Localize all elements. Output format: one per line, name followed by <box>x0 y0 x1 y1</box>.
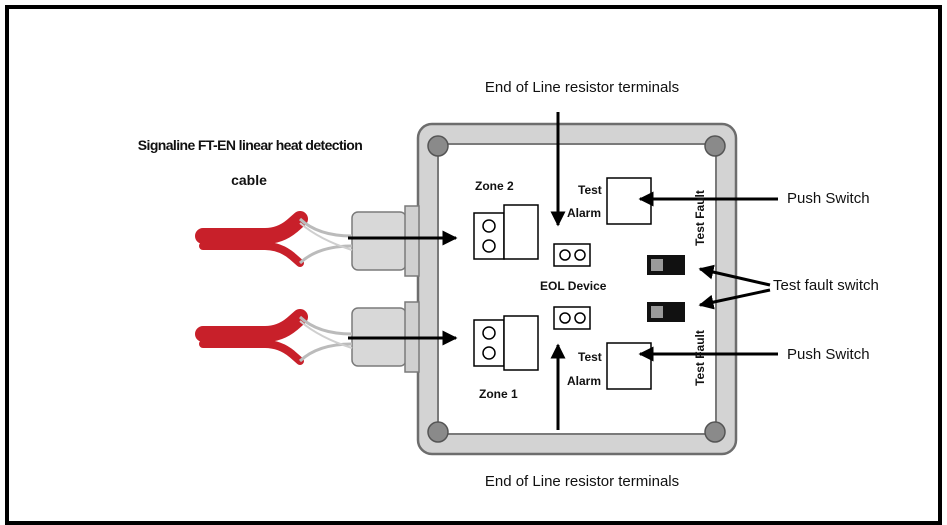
heat-detection-cable-top <box>195 211 353 267</box>
push-switch-top[interactable] <box>606 177 652 225</box>
heat-detection-cable-bottom <box>195 309 353 365</box>
test-fault-label-bottom: Test Fault <box>693 330 707 386</box>
cable-label-line2: cable <box>231 172 267 188</box>
eol-terminals-top-label: End of Line resistor terminals <box>485 79 679 96</box>
test-fault-label-top: Test Fault <box>693 190 707 246</box>
corner-screw-bl <box>427 421 449 443</box>
cable-gland-top <box>351 205 420 277</box>
push-switch-bottom[interactable] <box>606 342 652 390</box>
push-switch-bottom-label: Push Switch <box>787 346 870 363</box>
test-fault-switch-label: Test fault switch <box>773 277 879 294</box>
arrow-test-fault-top <box>698 264 771 287</box>
test-label-top: Test <box>578 183 602 197</box>
corner-screw-br <box>704 421 726 443</box>
corner-screw-tl <box>427 135 449 157</box>
test-label-bottom: Test <box>578 350 602 364</box>
alarm-label-top: Alarm <box>567 206 601 220</box>
push-switch-top-label: Push Switch <box>787 190 870 207</box>
zone2-label: Zone 2 <box>475 179 514 193</box>
zone1-terminal-block <box>473 315 539 371</box>
eol-terminal-bottom <box>553 306 591 330</box>
test-fault-switch-bottom[interactable] <box>647 302 685 322</box>
callout-arrows <box>348 112 778 430</box>
arrow-test-fault-bottom <box>698 288 771 310</box>
eol-terminal-top <box>553 243 591 267</box>
zone2-terminal-block <box>473 204 539 260</box>
alarm-label-bottom: Alarm <box>567 374 601 388</box>
cable-label-line1: Signaline FT-EN linear heat detection <box>138 137 362 153</box>
corner-screw-tr <box>704 135 726 157</box>
test-fault-switch-top[interactable] <box>647 255 685 275</box>
eol-terminals-bottom-label: End of Line resistor terminals <box>485 473 679 490</box>
eol-device-label: EOL Device <box>540 279 607 293</box>
zone1-label: Zone 1 <box>479 387 518 401</box>
